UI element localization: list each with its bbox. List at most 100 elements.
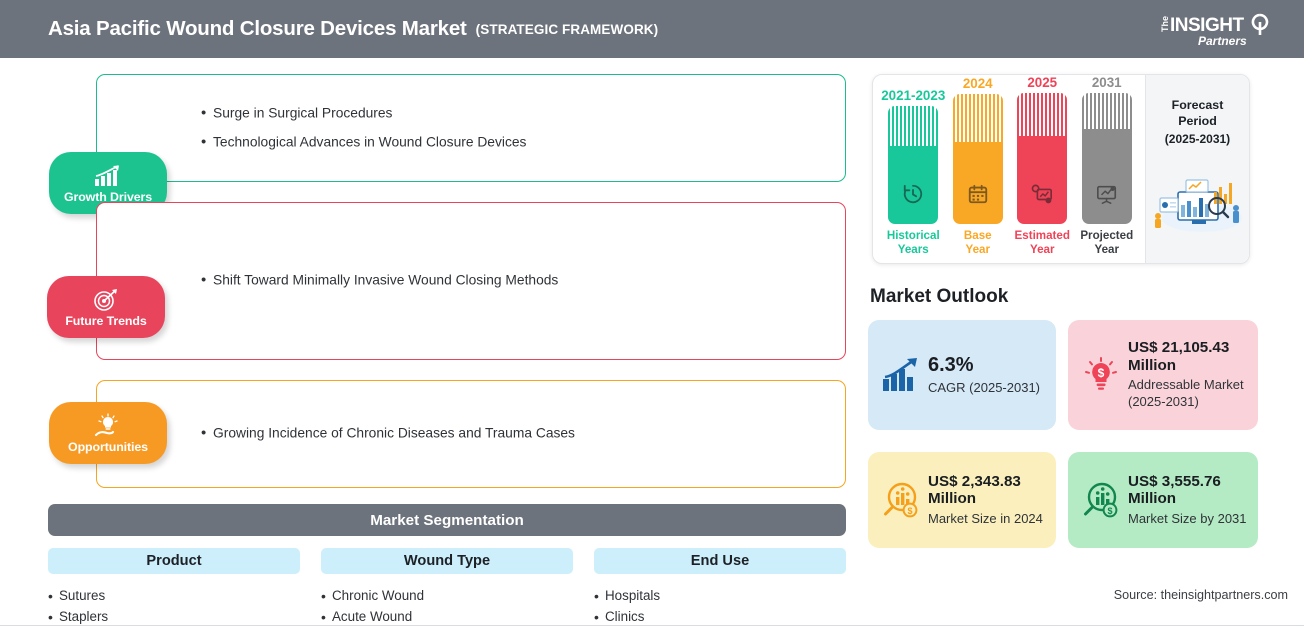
dollar-lightbulb-icon: $ xyxy=(1078,356,1124,394)
timeline-year: 2021-2023 xyxy=(881,87,946,103)
bullet-text: Surge in Surgical Procedures xyxy=(213,105,393,121)
card-market-size-2031[interactable]: $ US$ 3,555.76 Million Market Size by 20… xyxy=(1068,452,1258,548)
bar-solid xyxy=(1081,128,1132,224)
growth-drivers-bullets: • Surge in Surgical Procedures • Technol… xyxy=(201,104,901,152)
timeline-widget: 2021-2023 Historical xyxy=(872,74,1250,264)
market-segmentation-header: Market Segmentation xyxy=(48,504,846,536)
svg-text:$: $ xyxy=(1098,366,1105,380)
segment-title: Wound Type xyxy=(321,548,573,574)
timeline-bars: 2021-2023 Historical xyxy=(873,75,1145,263)
bar-solid xyxy=(1017,135,1068,224)
gear-chart-icon xyxy=(1030,183,1054,210)
magnifier-bars-icon: $ xyxy=(878,481,924,519)
list-item-label: Clinics xyxy=(605,609,645,624)
card-label: Market Size in 2024 xyxy=(928,510,1043,526)
list-item: •Chronic Wound xyxy=(321,586,573,607)
bullet-dot: • xyxy=(48,588,53,604)
timeline-item-estimated: 2025 xyxy=(1013,75,1071,263)
segment-list: •Chronic Wound • Acute Wound xyxy=(321,586,573,626)
caption-line-2: Year xyxy=(1094,242,1119,256)
list-item-label: Hospitals xyxy=(605,588,661,603)
svg-text:The: The xyxy=(1160,16,1170,32)
badge-label: Growth Drivers xyxy=(63,189,153,204)
svg-text:$: $ xyxy=(1107,506,1112,516)
page-title: Asia Pacific Wound Closure Devices Marke… xyxy=(48,17,467,40)
card-value: US$ 2,343.83 Million xyxy=(928,472,1021,508)
future-trends-bullets: • Shift Toward Minimally Invasive Wound … xyxy=(201,272,901,291)
list-item-label: Sutures xyxy=(59,588,106,603)
card-text: US$ 21,105.43 Million Addressable Market… xyxy=(1124,339,1248,411)
outlook-column: 2021-2023 Historical xyxy=(862,58,1304,626)
timeline-item-historical: 2021-2023 Historical xyxy=(881,75,946,263)
bullet-dot: • xyxy=(201,424,207,442)
badge-opportunities[interactable]: Opportunities xyxy=(49,402,167,464)
panel-growth-drivers: • Surge in Surgical Procedures • Technol… xyxy=(96,74,846,182)
list-item: • Hospitals xyxy=(594,586,846,607)
segment-title: Product xyxy=(48,548,300,574)
card-label: Addressable Market (2025-2031) xyxy=(1128,377,1244,410)
timeline-item-base: 2024 xyxy=(949,75,1007,263)
timeline-caption: Projected Year xyxy=(1080,229,1133,257)
caption-line-2: Years xyxy=(897,242,929,256)
growth-bar-chart-icon xyxy=(878,357,924,393)
bullet-dot: • xyxy=(594,588,599,604)
page-subtitle: (STRATEGIC FRAMEWORK) xyxy=(475,21,659,37)
caption-line-1: Projected xyxy=(1080,228,1134,242)
calendar-icon xyxy=(967,183,989,210)
timeline-bar xyxy=(1081,93,1132,224)
segment-title: End Use xyxy=(594,548,846,574)
card-label: Market Size by 2031 xyxy=(1128,510,1247,526)
segmentation-column-product: Product •Sutures •Staplers •Adhesives xyxy=(48,548,300,626)
analytics-dashboard-illustration xyxy=(1150,172,1246,239)
badge-label: Opportunities xyxy=(68,439,148,454)
bullet-item: • Technological Advances in Wound Closur… xyxy=(201,133,901,152)
bullet-text: Shift Toward Minimally Invasive Wound Cl… xyxy=(213,272,559,288)
bar-chart-arrow-up-icon xyxy=(93,163,123,189)
bar-stripes xyxy=(888,105,939,150)
list-item: • Sutures xyxy=(48,586,300,607)
bullet-dot: • xyxy=(48,609,53,625)
caption-line-1: Base xyxy=(963,228,992,242)
list-item-label: Acute Wound xyxy=(332,609,413,624)
panel-opportunities: • Growing Incidence of Chronic Diseases … xyxy=(96,380,846,488)
caption-line-2: Year xyxy=(965,242,990,256)
target-arrow-icon xyxy=(92,287,120,313)
card-addressable-market[interactable]: $ US$ 21,105.43 Million Addressable Mark… xyxy=(1068,320,1258,430)
caption-line-2: Year xyxy=(1029,242,1055,256)
clock-history-icon xyxy=(902,183,924,210)
badge-future-trends[interactable]: Future Trends xyxy=(47,276,165,338)
bullet-item: • Growing Incidence of Chronic Diseases … xyxy=(201,425,901,444)
bullet-dot: • xyxy=(201,133,207,150)
forecast-title-line-1: Forecast xyxy=(1171,98,1224,112)
list-item-label: Staplers xyxy=(59,609,109,624)
card-text: US$ 3,555.76 Million Market Size by 2031 xyxy=(1124,473,1248,527)
bullet-dot: • xyxy=(321,609,326,625)
framework-column: • Surge in Surgical Procedures • Technol… xyxy=(0,58,862,626)
timeline-caption: Historical Years xyxy=(887,229,940,257)
timeline-year: 2024 xyxy=(962,75,993,91)
magnifier-bars-icon: $ xyxy=(1078,481,1124,519)
bullet-dot: • xyxy=(201,271,207,289)
bullet-text: Growing Incidence of Chronic Diseases an… xyxy=(213,425,575,441)
bullet-item: • Shift Toward Minimally Invasive Wound … xyxy=(201,272,901,291)
timeline-caption: Base Year xyxy=(964,229,992,257)
lightbulb-hand-icon xyxy=(93,413,123,439)
bar-stripes xyxy=(952,93,1003,146)
bullet-dot: • xyxy=(594,609,599,625)
card-label: CAGR (2025-2031) xyxy=(928,379,1040,395)
badge-label: Future Trends xyxy=(65,313,147,328)
bullet-item: • Surge in Surgical Procedures xyxy=(201,104,901,123)
forecast-period-panel: Forecast Period (2025-2031) xyxy=(1145,75,1249,263)
card-market-size-2024[interactable]: $ US$ 2,343.83 Million Market Size in 20… xyxy=(868,452,1056,548)
svg-text:Partners: Partners xyxy=(1198,34,1247,48)
bullet-dot: • xyxy=(201,104,207,122)
list-item: • Clinics xyxy=(594,607,846,626)
forecast-range: (2025-2031) xyxy=(1164,132,1231,147)
card-cagr[interactable]: 6.3% CAGR (2025-2031) xyxy=(868,320,1056,430)
caption-line-1: Historical xyxy=(886,228,940,242)
svg-text:INSIGHT: INSIGHT xyxy=(1170,15,1244,36)
list-item: • Staplers xyxy=(48,607,300,626)
opportunities-bullets: • Growing Incidence of Chronic Diseases … xyxy=(201,425,901,444)
bar-solid xyxy=(952,141,1003,224)
